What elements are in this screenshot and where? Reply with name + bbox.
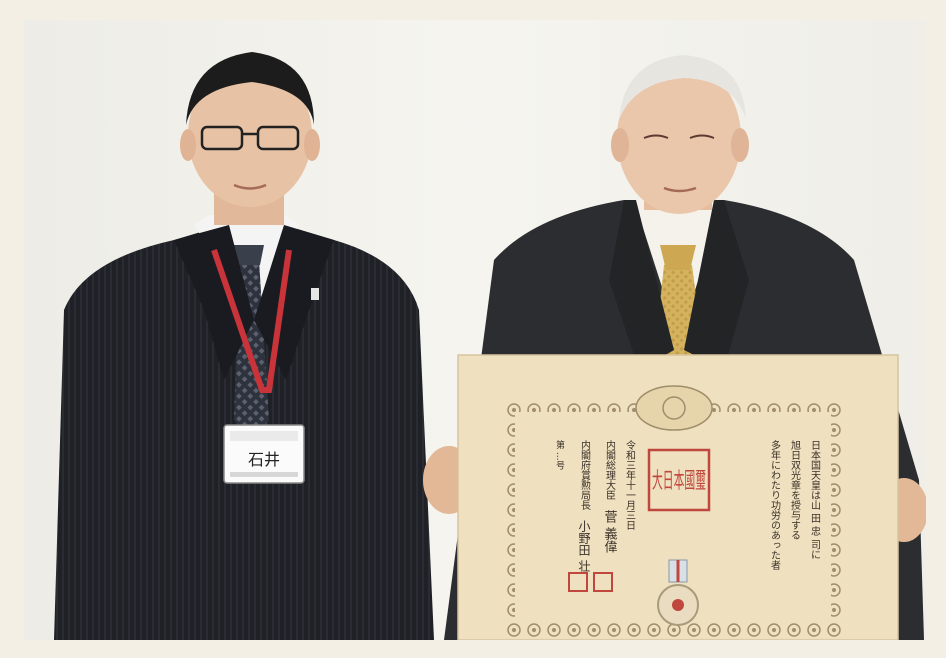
award-ceremony-photo: 石井 <box>24 20 926 640</box>
award-certificate: 大日本國璽 日本国天皇は山 田 忠 司に 旭日双光章を授与する 多年にわたり功労… <box>457 354 899 640</box>
left-man-glasses <box>200 125 300 151</box>
red-lanyard <box>211 249 292 393</box>
certificate-minister-title: 内閣総理大臣 <box>604 439 616 500</box>
right-man-face <box>617 62 741 214</box>
left-man-hair <box>186 52 314 125</box>
crest-top <box>635 385 713 431</box>
certificate-date: 令和三年十一月三日 <box>624 439 636 530</box>
red-stamp-2 <box>568 572 588 592</box>
lapel-pin <box>311 288 319 300</box>
red-stamp-1 <box>593 572 613 592</box>
medal-illustration <box>657 559 699 626</box>
certificate-issuer-mark: 第 ...号 <box>554 439 565 470</box>
left-man: 石井 <box>54 52 434 640</box>
name-badge: 石井 <box>223 424 305 484</box>
seal-text: 大日本國璽 <box>652 469 706 494</box>
certificate-secretary-name: 小野田 壮 <box>577 520 591 573</box>
right-man-hair <box>619 55 746 120</box>
certificate-award-line-1: 旭日双光章を授与する <box>789 440 801 540</box>
certificate-recipient: 日本国天皇は山 田 忠 司に <box>809 440 821 560</box>
photo-illustration: 石井 <box>24 20 926 640</box>
certificate-secretary-title: 内閣府賞勲局長 <box>579 439 591 511</box>
imperial-seal: 大日本國璽 <box>647 448 711 512</box>
certificate-minister-name: 菅 義偉 <box>602 510 618 554</box>
name-badge-text: 石井 <box>248 450 280 469</box>
certificate-award-line-2: 多年にわたり功労のあった者 <box>769 439 781 571</box>
